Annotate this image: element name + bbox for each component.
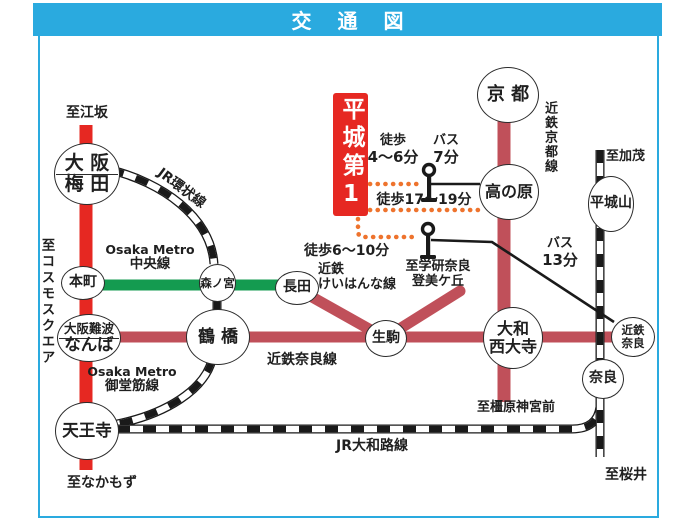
- station-honmachi: 本町: [61, 266, 105, 300]
- bus-route-kintetsu-nara: [430, 238, 615, 324]
- station-divider: [56, 174, 118, 175]
- title-bar: 交通図: [33, 3, 662, 36]
- station-nara: 奈良: [582, 359, 624, 399]
- label-to-kamo: 至加茂: [606, 149, 646, 164]
- station-osaka-namba: 大阪難波 なんば: [57, 314, 121, 362]
- label-to-esaka: 至江坂: [66, 105, 108, 121]
- page-title: 交通図: [291, 9, 430, 33]
- station-morinomiya: 森ノ宮: [199, 264, 236, 302]
- label-jr-yamatoji-line: JR大和路線: [336, 438, 408, 454]
- station-kyoto: 京 都: [477, 67, 539, 123]
- walk-route-3-dots: [355, 216, 421, 240]
- station-tsuruhashi: 鶴 橋: [186, 309, 250, 365]
- station-narayama: 平城山: [588, 176, 634, 232]
- station-yamato-saidaiji: 大和 西大寺: [483, 307, 543, 369]
- label-walk-17-19min: 徒歩17〜19分: [376, 192, 472, 208]
- bus-stop-icon-1: [421, 162, 437, 202]
- bus-stop-icon-2: [420, 221, 436, 259]
- label-bus-13min: バス 13分: [542, 236, 578, 269]
- label-to-gakken-nara-tomigaoka: 至学研奈良 登美ケ丘: [405, 259, 471, 289]
- station-nagata: 長田: [275, 271, 319, 305]
- label-chuo-line: Osaka Metro 中央線: [105, 242, 195, 273]
- station-divider: [59, 338, 119, 339]
- station-ikoma: 生駒: [365, 320, 407, 357]
- label-bus-7min: バス 7分: [432, 133, 459, 166]
- label-kintetsu-nara-line: 近鉄奈良線: [267, 352, 337, 368]
- label-walk-4-6min: 徒歩 4〜6分: [367, 133, 419, 166]
- station-takanohara: 高の原: [479, 164, 539, 220]
- label-keihanna-line: 近鉄 けいはんな線: [318, 262, 397, 292]
- label-to-nakamozu: 至なかもず: [67, 475, 137, 491]
- project-box-heijo-dai1: 平城第1: [333, 93, 368, 216]
- station-osaka-umeda: 大 阪 梅 田: [54, 143, 120, 205]
- label-to-kashihara-jingumae: 至橿原神宮前: [476, 400, 555, 415]
- station-kintetsu-nara: 近鉄 奈良: [611, 317, 655, 357]
- station-tennoji: 天王寺: [55, 402, 119, 460]
- label-kintetsu-kyoto-line: 近鉄京都線: [541, 101, 557, 174]
- label-to-sakurai: 至桜井: [605, 467, 647, 483]
- label-midosuji-line: Osaka Metro 御堂筋線: [87, 364, 177, 395]
- label-walk-6-10min: 徒歩6〜10分: [304, 243, 390, 259]
- label-to-cosmosquare: 至コスモスクエア: [38, 238, 55, 366]
